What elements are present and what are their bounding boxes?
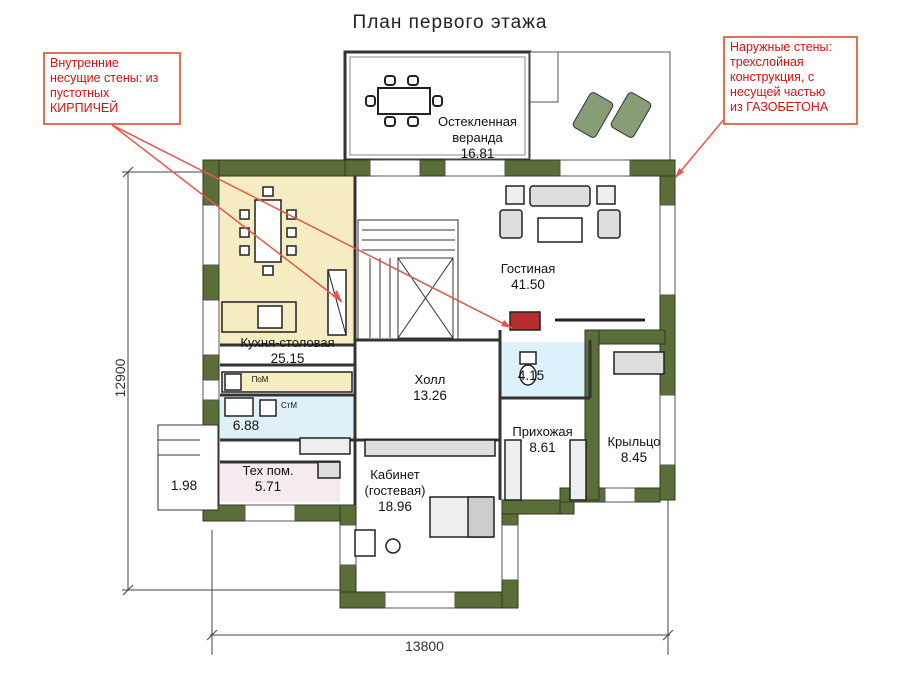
room-tech: Тех пом. 5.71 xyxy=(228,463,308,495)
room-name: (гостевая) xyxy=(364,483,426,498)
room-living: Гостиная 41.50 xyxy=(478,261,578,293)
windows xyxy=(202,159,676,609)
living-furniture xyxy=(354,185,665,557)
room-study: Кабинет (гостевая) 18.96 xyxy=(340,467,450,515)
dimension-width: 13800 xyxy=(405,638,444,654)
room-name: Кухня-столовая xyxy=(240,335,335,350)
callout-line: несущей частью xyxy=(730,85,826,99)
callout-arrows xyxy=(111,117,726,329)
plan-title: План первого этажа xyxy=(352,12,548,33)
room-area: 6.88 xyxy=(232,418,260,433)
dimension-height: 12900 xyxy=(112,358,128,398)
callout-outer-walls: Наружные стены: трехслойная конструкция,… xyxy=(723,36,858,125)
room-veranda: Остекленная веранда 16.81 xyxy=(425,114,530,162)
room-laundry: 6.88 xyxy=(222,418,270,434)
room-name: Остекленная xyxy=(438,114,517,129)
callout-line: несущие стены: из xyxy=(50,71,159,85)
room-area: 16.81 xyxy=(460,146,495,161)
room-name: Тех пом. xyxy=(242,463,294,478)
room-area: 13.26 xyxy=(413,388,447,403)
dishwasher-label: ПоМ xyxy=(251,375,269,384)
room-area: 8.45 xyxy=(620,450,648,465)
callout-inner-walls: Внутренние несущие стены: из пустотных К… xyxy=(43,52,181,125)
room-area: 41.50 xyxy=(511,277,545,292)
room-wc: 4.15 xyxy=(508,368,554,384)
room-name: Прихожая xyxy=(512,424,573,439)
room-hallway: Прихожая 8.61 xyxy=(500,424,585,456)
staircase xyxy=(357,219,459,341)
side-porch xyxy=(157,424,219,511)
callout-line: конструкция, с xyxy=(730,70,815,84)
room-name: Крыльцо xyxy=(607,434,661,449)
kitchen-furniture xyxy=(221,186,353,479)
room-side-porch: 1.98 xyxy=(162,478,206,494)
room-area: 5.71 xyxy=(254,479,282,494)
room-area: 8.61 xyxy=(529,440,556,455)
callout-line: пустотных xyxy=(50,86,110,100)
room-hall: Холл 13.26 xyxy=(390,372,470,404)
room-area: 1.98 xyxy=(170,478,198,493)
room-area: 4.15 xyxy=(517,368,545,383)
room-kitchen: Кухня-столовая 25.15 xyxy=(220,335,355,367)
callout-line: Наружные стены: xyxy=(730,40,833,54)
room-name: веранда xyxy=(452,130,503,145)
veranda xyxy=(343,50,671,162)
room-area: 18.96 xyxy=(378,499,412,514)
room-name: Гостиная xyxy=(500,261,556,276)
callout-line: КИРПИЧЕЙ xyxy=(50,101,119,115)
room-area: 25.15 xyxy=(270,351,305,366)
room-name: Холл xyxy=(414,372,446,387)
washer-label: СтМ xyxy=(280,401,298,410)
callout-line: Внутренние xyxy=(50,56,119,70)
callout-line: из ГАЗОБЕТОНА xyxy=(730,100,829,114)
dimension-lines xyxy=(122,166,674,655)
callout-line: трехслойная xyxy=(730,55,804,69)
room-name: Кабинет xyxy=(370,467,420,482)
room-porch: Крыльцо 8.45 xyxy=(598,434,670,466)
wc-floor xyxy=(500,342,590,397)
